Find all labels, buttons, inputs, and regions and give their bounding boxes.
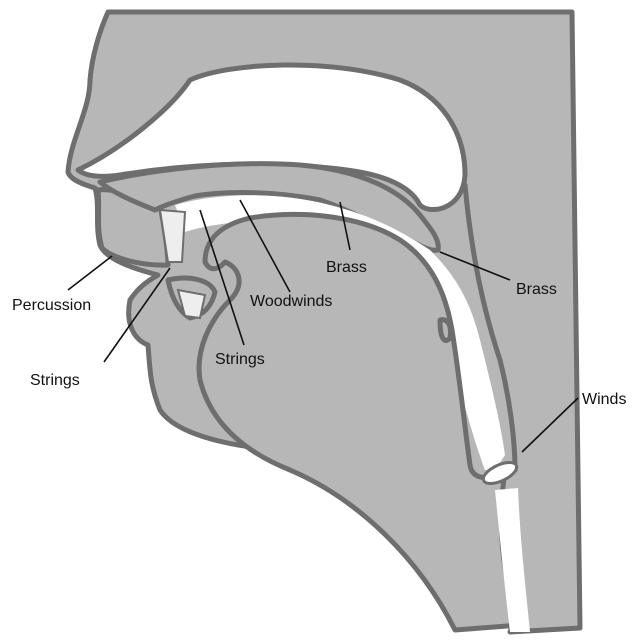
label-percussion: Percussion <box>12 297 91 314</box>
epiglottis <box>440 320 451 341</box>
label-woodwinds: Woodwinds <box>250 293 332 310</box>
leader-percussion <box>68 256 112 290</box>
label-strings-teeth: Strings <box>215 351 265 368</box>
label-brass-palate: Brass <box>326 259 367 276</box>
label-strings-lips: Strings <box>30 372 80 389</box>
label-winds: Winds <box>582 391 626 408</box>
label-brass-velum: Brass <box>516 281 557 298</box>
